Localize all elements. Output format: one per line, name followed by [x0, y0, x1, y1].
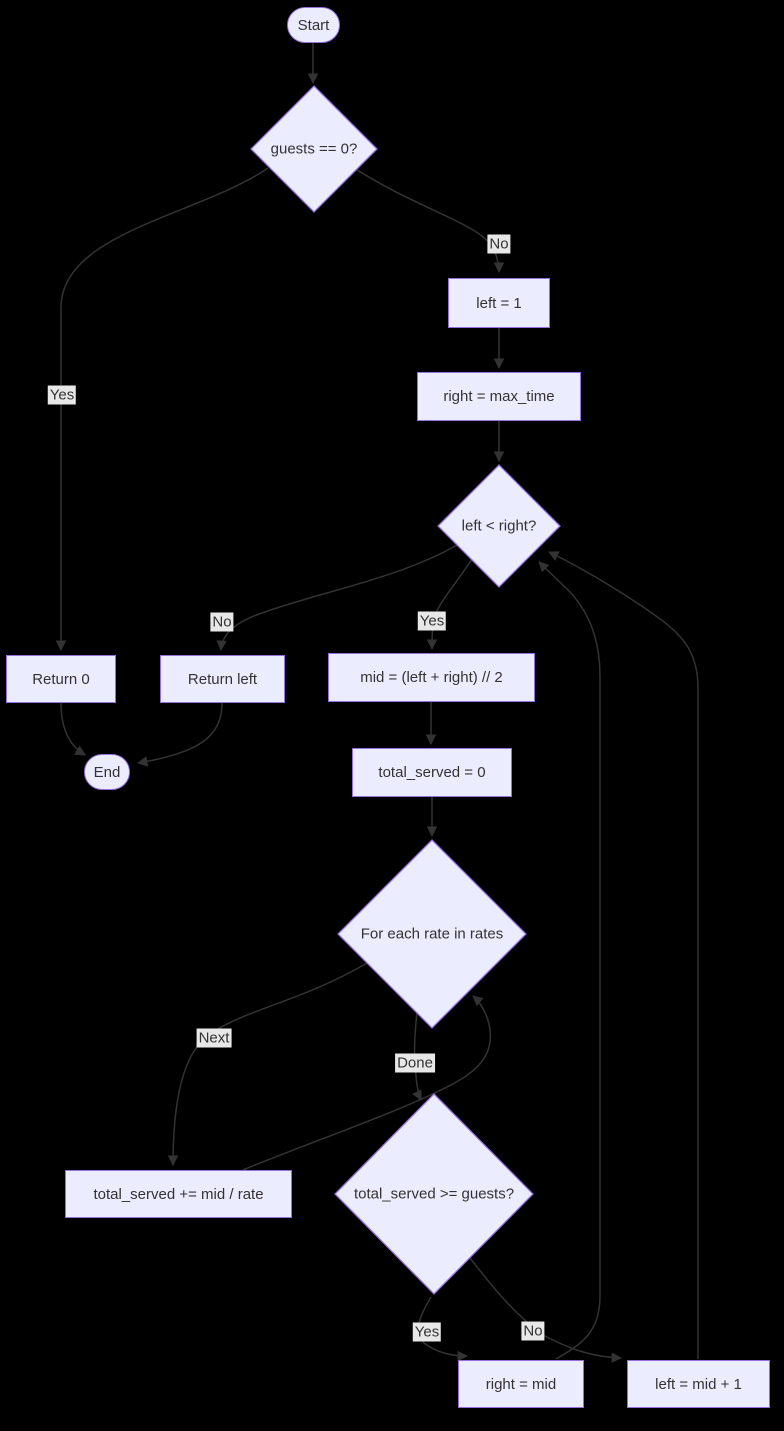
decision-for-each-diamond: [337, 839, 527, 1029]
edge-loop-check-no-to-return-left: [216, 544, 458, 652]
edge-label-served-no: No: [521, 1321, 545, 1341]
edge-loop-check-yes-to-mid-calc: [426, 558, 473, 651]
edge-right-update-back-to-loop-check: [538, 561, 601, 1360]
node-guests-check-label: guests == 0?: [270, 140, 358, 158]
edge-label-loop-yes: Yes: [417, 611, 447, 631]
edge-guests-check-no-to-left-init: [356, 169, 505, 274]
node-mid-calc: mid = (left + right) // 2: [328, 653, 535, 702]
node-right-update: right = mid: [458, 1360, 584, 1408]
edge-for-each-done-to-served-check: [412, 1012, 422, 1101]
node-return-zero: Return 0: [6, 655, 116, 703]
edge-accumulate-back-to-for-each: [242, 995, 492, 1171]
node-loop-check-label: left < right?: [461, 517, 537, 535]
edge-label-guests-no: No: [487, 234, 511, 254]
node-right-init: right = max_time: [417, 372, 581, 421]
edge-label-for-done: Done: [395, 1053, 435, 1073]
edge-return-left-to-end: [136, 702, 223, 767]
edge-label-served-yes: Yes: [412, 1322, 442, 1342]
edge-served-check-yes-to-right-update: [417, 1296, 469, 1362]
node-accumulate: total_served += mid / rate: [65, 1170, 292, 1218]
node-start: Start: [287, 7, 340, 43]
edge-label-loop-no: No: [210, 612, 234, 632]
edge-return-zero-to-end: [60, 702, 86, 756]
node-left-update: left = mid + 1: [627, 1360, 770, 1408]
edge-label-guests-yes: Yes: [47, 385, 77, 405]
decision-loop-check-diamond: [437, 464, 561, 588]
edge-served-check-no-to-left-update: [469, 1257, 623, 1363]
node-left-init: left = 1: [448, 278, 550, 328]
decision-served-check-diamond: [334, 1093, 534, 1295]
node-served-check-label: total_served >= guests?: [353, 1185, 515, 1203]
node-for-each-label: For each rate in rates: [360, 925, 504, 943]
node-return-left: Return left: [160, 655, 285, 703]
edge-label-for-next: Next: [196, 1028, 232, 1048]
edge-left-update-back-to-loop-check: [548, 551, 699, 1359]
node-total-init: total_served = 0: [352, 748, 512, 797]
node-end: End: [84, 754, 130, 790]
decision-guests-check-diamond: [250, 85, 378, 213]
edge-for-each-next-to-accumulate: [167, 962, 368, 1167]
edge-guests-check-yes-to-return-zero: [55, 167, 269, 652]
